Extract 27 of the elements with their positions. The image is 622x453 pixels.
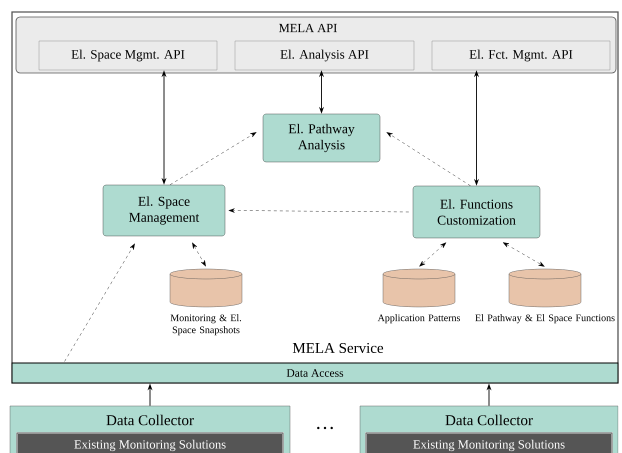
arrow: [192, 242, 206, 266]
api-box: El. Space Mgmt. API: [38, 40, 218, 70]
arrow: [419, 242, 446, 267]
collector-title: Data Collector: [446, 414, 533, 426]
monitoring-solutions-box: Existing Monitoring Solutions: [365, 432, 613, 453]
process-box: El. Space Management: [102, 184, 226, 236]
storage-cylinder: [382, 268, 456, 308]
data-access-bar: Data Access: [12, 362, 618, 384]
arrow: [386, 132, 471, 186]
process-box: El. Functions Customization: [412, 186, 540, 238]
api-title: MELA API: [279, 24, 337, 32]
arrow: [502, 242, 545, 267]
storage-cylinder: [508, 268, 582, 308]
api-box: El. Fct. Mgmt. API: [432, 40, 610, 70]
collector-title: Data Collector: [106, 414, 194, 426]
monitoring-solutions-box: Existing Monitoring Solutions: [16, 432, 284, 453]
arrow: [64, 244, 135, 362]
arrow: [170, 132, 256, 185]
process-box: El. Pathway Analysis: [262, 114, 380, 162]
storage-caption: Monitoring & El. Space Snapshots: [170, 314, 242, 336]
service-title: MELA Service: [292, 342, 384, 354]
ellipsis: …: [317, 426, 333, 430]
storage-cylinder: [170, 268, 242, 308]
storage-caption: Application Patterns: [378, 314, 460, 324]
arrow: [228, 208, 409, 213]
storage-caption: El Pathway & El Space Functions: [475, 314, 615, 324]
api-box: El. Analysis API: [234, 40, 414, 70]
